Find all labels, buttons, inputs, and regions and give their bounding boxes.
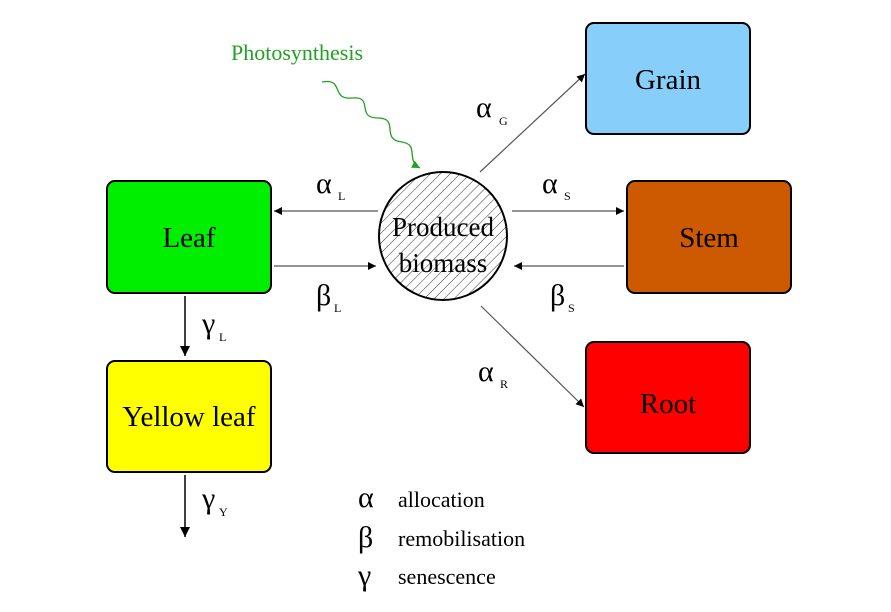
label-beta-s: β S	[550, 279, 575, 315]
legend: α allocation β remobilisation γ senescen…	[357, 481, 525, 592]
grain-box: Grain	[585, 22, 751, 135]
label-gamma-l: γ L	[201, 307, 226, 344]
root-box: Root	[585, 341, 751, 454]
produced-biomass-line1: Produced	[392, 212, 494, 242]
produced-biomass-line2: biomass	[399, 248, 488, 278]
alpha-l-sub: L	[338, 189, 345, 203]
gamma-l-symbol: γ	[201, 307, 215, 340]
gamma-l-sub: L	[219, 330, 226, 344]
legend-beta-text: remobilisation	[398, 526, 525, 551]
root-box-rect	[585, 341, 751, 454]
yellow-leaf-box: Yellow leaf	[106, 360, 272, 473]
grain-label: Grain	[635, 64, 702, 96]
alpha-l-symbol: α	[316, 167, 332, 200]
leaf-label: Leaf	[162, 222, 215, 254]
legend-alpha-symbol: α	[358, 481, 374, 514]
produced-biomass-node: Produced biomass	[378, 171, 508, 301]
gamma-y-sub: Y	[219, 505, 228, 519]
legend-gamma-text: senescence	[398, 564, 496, 589]
alpha-g-sub: G	[499, 114, 508, 128]
legend-alpha-text: allocation	[398, 487, 485, 512]
label-alpha-r: α R	[478, 355, 508, 391]
alpha-r-sub: R	[500, 377, 508, 391]
arrow-to-grain	[479, 73, 586, 173]
label-alpha-l: α L	[316, 167, 345, 203]
leaf-box: Leaf	[106, 180, 272, 294]
yellow-leaf-box-rect	[106, 360, 272, 473]
root-label: Root	[640, 388, 696, 420]
yellow-leaf-label: Yellow leaf	[122, 401, 256, 433]
grain-box-rect	[585, 22, 751, 135]
leaf-box-rect	[106, 180, 272, 294]
label-alpha-s: α S	[542, 167, 571, 203]
alpha-s-sub: S	[564, 189, 571, 203]
stem-box: Stem	[626, 180, 792, 294]
alpha-g-symbol: α	[476, 91, 492, 124]
stem-label: Stem	[679, 222, 739, 254]
beta-s-symbol: β	[550, 279, 565, 312]
arrow-to-root	[480, 305, 585, 408]
beta-s-sub: S	[568, 301, 575, 315]
label-beta-l: β L	[316, 279, 341, 315]
photosynthesis-label: Photosynthesis	[231, 40, 363, 65]
beta-l-symbol: β	[316, 279, 331, 312]
legend-gamma-symbol: γ	[357, 559, 371, 592]
alpha-s-symbol: α	[542, 167, 558, 200]
photosynthesis-wavy-arrow	[321, 80, 421, 169]
label-alpha-g: α G	[476, 91, 508, 128]
gamma-y-symbol: γ	[201, 482, 215, 515]
stem-box-rect	[626, 180, 792, 294]
legend-beta-symbol: β	[358, 521, 373, 554]
alpha-r-symbol: α	[478, 355, 494, 388]
label-gamma-y: γ Y	[201, 482, 228, 519]
beta-l-sub: L	[334, 301, 341, 315]
